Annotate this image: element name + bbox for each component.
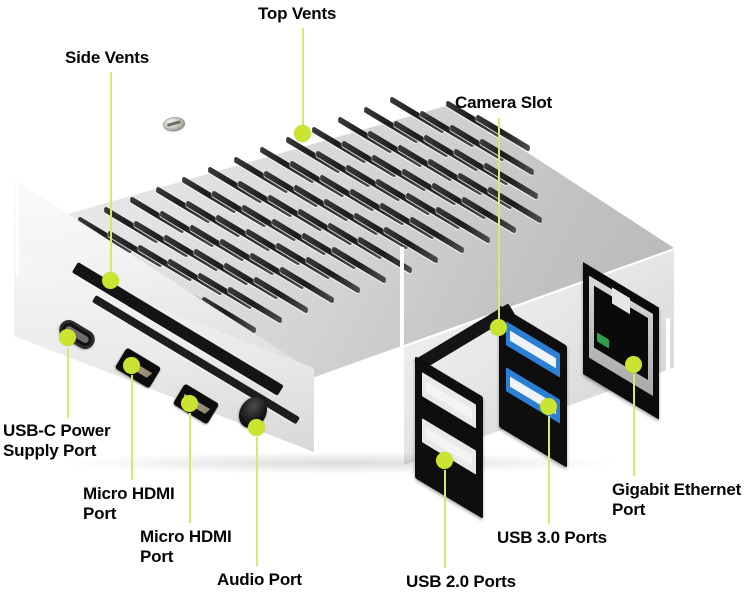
- callout-dot-usb-c-power[interactable]: [59, 329, 76, 346]
- callout-dot-audio-port[interactable]: [248, 419, 265, 436]
- leader-line-micro-hdmi-2: [189, 413, 191, 523]
- callout-dot-gigabit-ethernet[interactable]: [625, 356, 642, 373]
- leader-line-side-vents: [110, 72, 112, 280]
- callout-dot-top-vents[interactable]: [294, 125, 311, 142]
- callout-label-top-vents: Top Vents: [258, 4, 337, 23]
- leader-line-usb-2-0-ports: [444, 470, 446, 568]
- callout-dot-micro-hdmi-1[interactable]: [123, 357, 140, 374]
- leader-line-camera-slot: [498, 118, 500, 327]
- callout-label-usb-c-power: USB-C Power Supply Port: [3, 421, 111, 460]
- callout-label-audio-port: Audio Port: [217, 570, 302, 589]
- usb-tongue: [510, 330, 556, 368]
- callout-label-gigabit-ethernet: Gigabit Ethernet Port: [612, 480, 742, 519]
- leader-line-top-vents: [302, 28, 304, 133]
- callout-dot-micro-hdmi-2[interactable]: [181, 395, 198, 412]
- callout-dot-side-vents[interactable]: [102, 272, 119, 289]
- usb-3-0-slot-bottom: [506, 367, 560, 424]
- callout-dot-camera-slot[interactable]: [490, 319, 507, 336]
- left-edge-highlight: [16, 176, 19, 276]
- leader-line-usb-3-0-ports: [548, 416, 550, 524]
- callout-label-micro-hdmi-1: Micro HDMI Port: [83, 484, 175, 523]
- leader-line-gigabit-ethernet: [633, 374, 635, 476]
- device-shadow: [60, 452, 620, 474]
- callout-label-micro-hdmi-2: Micro HDMI Port: [140, 527, 232, 566]
- callout-dot-usb-2-0-ports[interactable]: [436, 452, 453, 469]
- callout-label-usb-2-0-ports: USB 2.0 Ports: [406, 572, 516, 591]
- callout-label-side-vents: Side Vents: [65, 48, 149, 67]
- right-edge-highlight: [666, 318, 670, 410]
- usb-tongue: [426, 381, 472, 419]
- leader-line-usb-c-power: [67, 348, 69, 418]
- leader-line-audio-port: [256, 437, 258, 566]
- callout-label-camera-slot: Camera Slot: [455, 93, 553, 112]
- callout-label-usb-3-0-ports: USB 3.0 Ports: [497, 528, 607, 547]
- corner-edge-highlight: [400, 247, 404, 365]
- leader-line-micro-hdmi-1: [131, 375, 133, 480]
- callout-dot-usb-3-0-ports[interactable]: [540, 398, 557, 415]
